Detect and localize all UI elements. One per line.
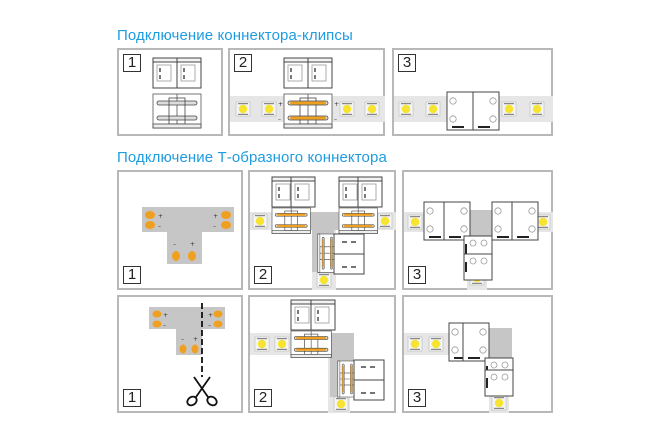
step-number: 2 xyxy=(254,266,272,284)
clip-contacts xyxy=(152,93,202,129)
svg-text:+: + xyxy=(193,336,198,343)
t-board-diagram: + – + – – + xyxy=(142,207,234,264)
t-board xyxy=(149,307,225,355)
step-number: 1 xyxy=(123,54,141,72)
svg-text:–: – xyxy=(213,223,216,230)
step-number: 3 xyxy=(398,54,416,72)
step-number: 3 xyxy=(408,266,426,284)
section-title-t-connector: Подключение Т-образного коннектора xyxy=(117,149,387,166)
connector-housing-icon xyxy=(290,299,336,331)
step-number: 1 xyxy=(123,266,141,284)
t-step-1-panel: + – + – – + 1 xyxy=(117,170,243,290)
svg-text:+: + xyxy=(278,101,283,108)
t-board xyxy=(142,207,234,264)
closed-connector-icon xyxy=(446,91,500,131)
connector-housing-icon xyxy=(283,57,333,89)
svg-text:–: – xyxy=(278,116,281,123)
l-insert-diagram xyxy=(250,299,385,413)
svg-text:–: – xyxy=(334,116,337,123)
svg-text:–: – xyxy=(208,322,211,329)
closed-clip-diagram xyxy=(394,91,553,131)
connector-housing-icon xyxy=(152,57,202,89)
clip-step-3-panel: 3 xyxy=(392,48,553,136)
step-number: 2 xyxy=(234,54,252,72)
svg-text:+: + xyxy=(334,101,339,108)
svg-text:–: – xyxy=(158,223,161,230)
section-title-clip-connector: Подключение коннектора-клипсы xyxy=(117,27,353,44)
solder-pads xyxy=(152,310,223,354)
t-cut-step-3-panel: 3 xyxy=(402,295,553,413)
svg-text:–: – xyxy=(163,322,166,329)
svg-text:–: – xyxy=(181,336,184,343)
t-closed-diagram xyxy=(404,201,553,290)
t-board-cut-diagram: + – + – – + xyxy=(149,303,225,407)
svg-text:–: – xyxy=(173,241,176,248)
svg-text:+: + xyxy=(190,241,195,248)
clip-step-2-panel: + – + – 2 xyxy=(228,48,385,136)
t-cut-step-2-panel: 2 xyxy=(248,295,396,413)
t-step-2-panel: 2 xyxy=(248,170,396,290)
svg-text:+: + xyxy=(158,213,163,220)
strip-insert-diagram: + – + – xyxy=(230,57,385,138)
step-number: 2 xyxy=(254,389,272,407)
scissors-icon xyxy=(186,376,218,407)
t-insert-diagram xyxy=(250,176,396,290)
t-cut-step-1-panel: + – + – – + 1 xyxy=(117,295,243,413)
l-closed-diagram xyxy=(404,322,514,413)
step-number: 1 xyxy=(123,389,141,407)
step-number: 3 xyxy=(408,389,426,407)
svg-text:+: + xyxy=(163,312,168,319)
clip-step-1-panel: 1 xyxy=(117,48,223,136)
solder-pads xyxy=(145,211,231,261)
connector-housing-icon xyxy=(271,176,383,208)
svg-text:+: + xyxy=(213,213,218,220)
t-step-3-panel: 3 xyxy=(402,170,553,290)
svg-text:+: + xyxy=(208,312,213,319)
